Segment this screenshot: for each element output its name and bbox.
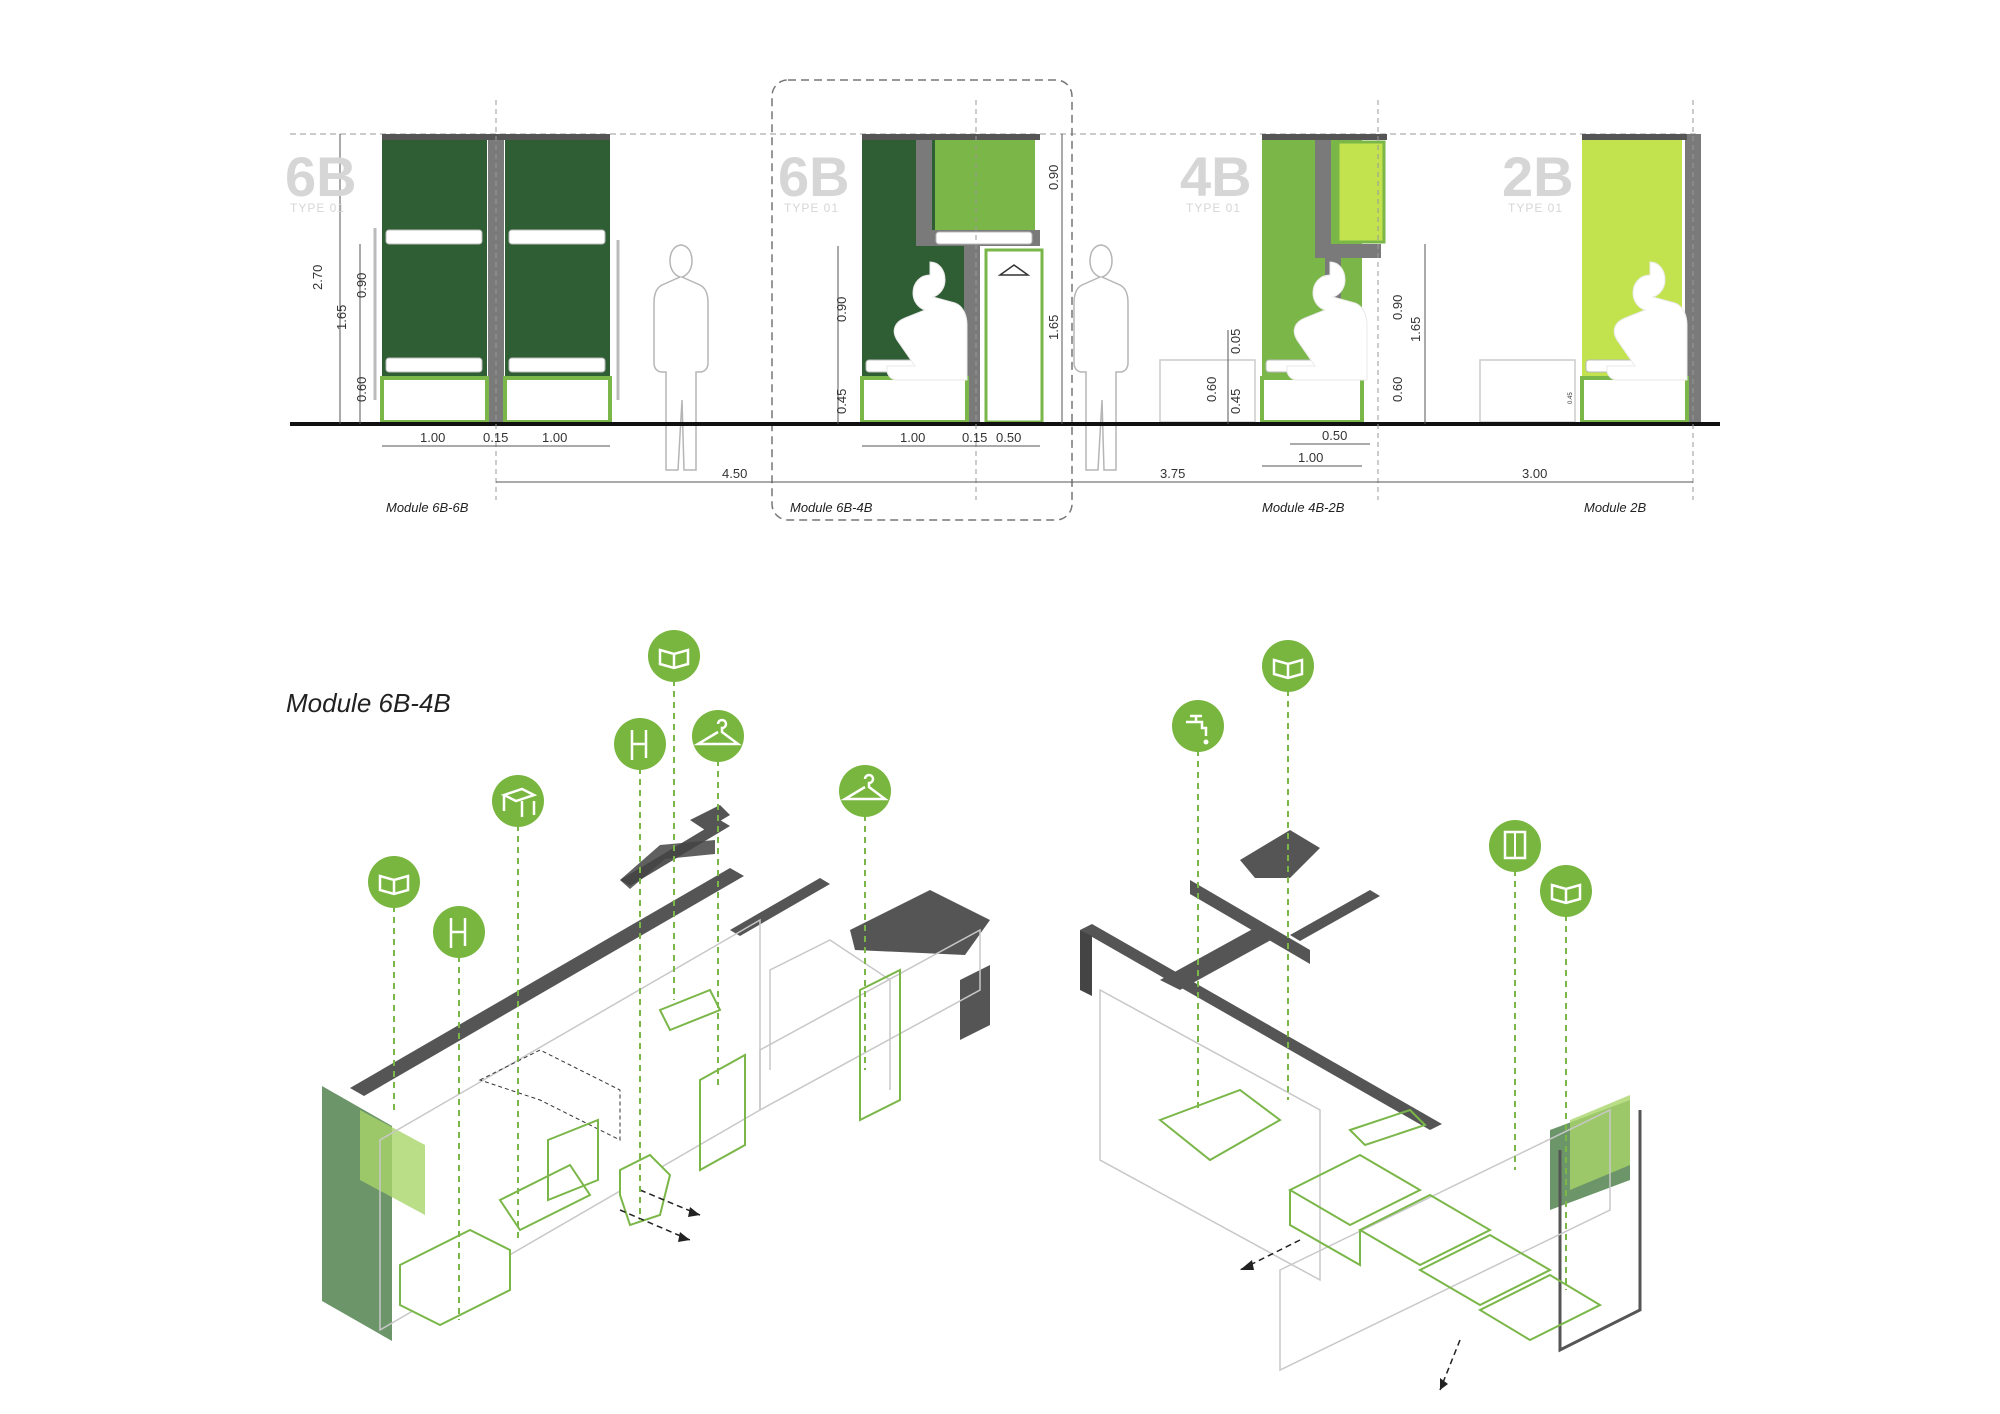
chair-icon <box>433 906 485 958</box>
faucet-icon <box>1172 700 1224 752</box>
axonometric-right <box>1080 830 1642 1391</box>
module-6b-4b-elevation <box>771 79 1073 521</box>
type-sub-2: TYPE 01 <box>784 201 839 215</box>
module-label-2b: Module 2B <box>1584 500 1646 515</box>
dim-s450: 4.50 <box>722 466 747 481</box>
dim-090-c: 0.90 <box>1046 165 1061 190</box>
dim-090-a: 0.90 <box>354 273 369 298</box>
dim-005: 0.05 <box>1228 329 1243 354</box>
type-sub-1: TYPE 01 <box>290 201 345 215</box>
axonometric-left <box>322 805 990 1341</box>
dim-090-d: 0.90 <box>1390 295 1405 320</box>
dim-060-b: 0.60 <box>1204 377 1219 402</box>
dim-090-b: 0.90 <box>834 297 849 322</box>
dim-tiny: 0.45 <box>1568 392 1574 404</box>
book-icon <box>368 856 420 908</box>
dim-165-b: 1.65 <box>1046 315 1061 340</box>
book-icon <box>1540 865 1592 917</box>
dim-s300: 3.00 <box>1522 466 1547 481</box>
type-label-2: 6B <box>778 145 850 208</box>
leaders-right <box>1197 690 1567 1290</box>
dim-w015-a: 0.15 <box>483 430 508 445</box>
dim-w050-a: 0.50 <box>996 430 1021 445</box>
dim-060-a: 0.60 <box>354 377 369 402</box>
type-sub-3: TYPE 01 <box>1186 201 1241 215</box>
dim-165-c: 1.65 <box>1408 317 1423 342</box>
book-icon <box>648 630 700 682</box>
dim-w050-b: 0.50 <box>1322 428 1347 443</box>
table-icon <box>492 775 544 827</box>
elevation-section <box>290 79 1720 521</box>
hanger-icon <box>839 765 891 817</box>
dim-w100-b: 1.00 <box>542 430 567 445</box>
type-label-1: 6B <box>285 145 357 208</box>
module-label-6b-4b: Module 6B-4B <box>790 500 873 515</box>
type-sub-4: TYPE 01 <box>1508 201 1563 215</box>
leaders-left <box>393 680 866 1320</box>
dim-w100-a: 1.00 <box>420 430 445 445</box>
module-label-4b-2b: Module 4B-2B <box>1262 500 1345 515</box>
module-4b-2b-elevation <box>1159 134 1387 424</box>
dim-w100-c: 1.00 <box>900 430 925 445</box>
module-2b-elevation <box>1479 134 1701 424</box>
dim-w015-b: 0.15 <box>962 430 987 445</box>
type-label-3: 4B <box>1180 145 1252 208</box>
dim-w100-d: 1.00 <box>1298 450 1323 465</box>
axonometric-title: Module 6B-4B <box>286 688 451 718</box>
hanger-icon <box>692 710 744 762</box>
module-6b-6b <box>373 134 620 424</box>
book-icon <box>1262 640 1314 692</box>
type-label-4: 2B <box>1502 145 1574 208</box>
dim-060-c: 0.60 <box>1390 377 1405 402</box>
dim-165: 1.65 <box>334 305 349 330</box>
module-label-6b-6b: Module 6B-6B <box>386 500 469 515</box>
chair-icon <box>614 718 666 770</box>
dim-270: 2.70 <box>310 265 325 290</box>
dim-045-a: 0.45 <box>834 389 849 414</box>
locker-icon <box>1489 820 1541 872</box>
dim-s375: 3.75 <box>1160 466 1185 481</box>
dim-045-b: 0.45 <box>1228 389 1243 414</box>
